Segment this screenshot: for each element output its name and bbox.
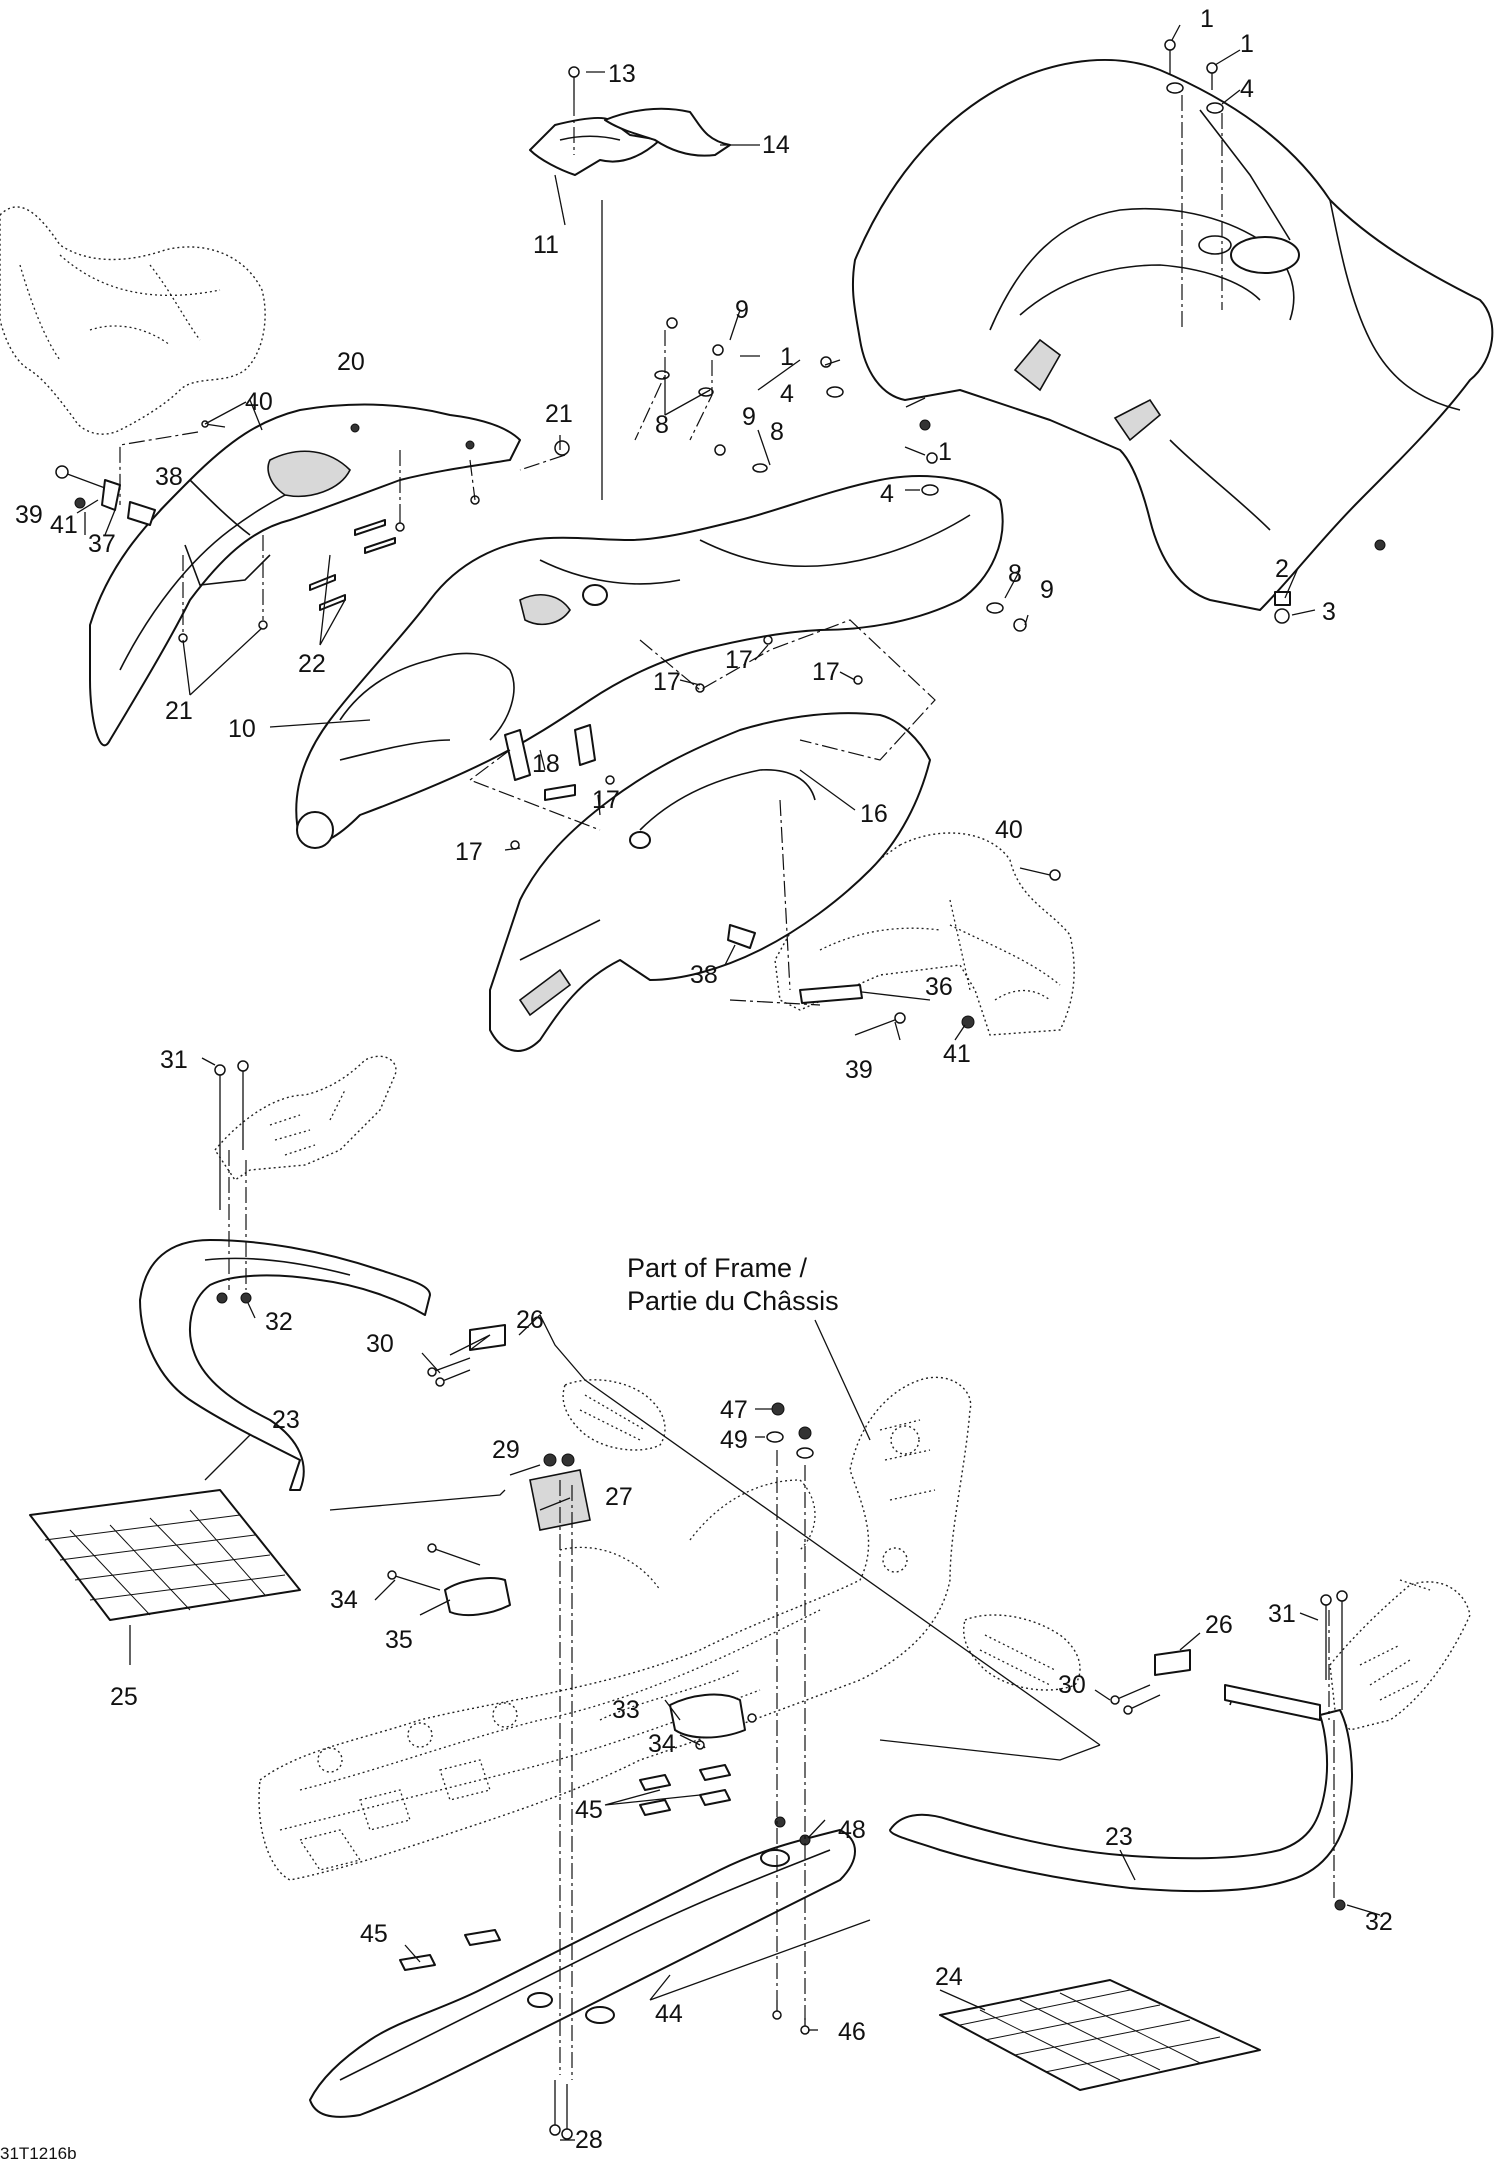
callout: 8	[1008, 560, 1022, 588]
callout: 38	[155, 463, 183, 491]
callout: 16	[860, 800, 888, 828]
callout-labels: 1 1 4 13 14 11 9 8 1 4 9 8 1 4 2 3 8 9 2…	[0, 5, 1393, 2163]
callout: 35	[385, 1626, 413, 1654]
callout: 1	[1240, 30, 1254, 58]
leader-lines	[76, 24, 1381, 2141]
callout: 40	[995, 816, 1023, 844]
rear-bumper-right	[889, 1684, 1353, 1893]
callout: 17	[653, 668, 681, 696]
callout: 32	[265, 1308, 293, 1336]
callout: 26	[516, 1306, 544, 1334]
callout: 29	[492, 1436, 520, 1464]
frame-note-line-2: Partie du Châssis	[627, 1286, 839, 1316]
callout: 32	[1365, 1908, 1393, 1936]
callout: 28	[575, 2126, 603, 2154]
callout: 33	[612, 1696, 640, 1724]
callout: 21	[545, 400, 573, 428]
bumper-bracket-mount	[444, 1469, 746, 1739]
rear-body-panel	[851, 59, 1494, 611]
callout: 40	[245, 388, 273, 416]
callout: 34	[330, 1586, 358, 1614]
callout: 41	[50, 511, 78, 539]
callout: 30	[1058, 1671, 1086, 1699]
callout: 14	[762, 131, 790, 159]
dash-cover-parts	[529, 107, 731, 176]
callout: 38	[690, 961, 718, 989]
front-fender-main	[295, 475, 1004, 849]
callout: 39	[845, 1056, 873, 1084]
callout: 41	[943, 1040, 971, 1068]
callout: 36	[925, 973, 953, 1001]
callout: 45	[360, 1920, 388, 1948]
callout: 25	[110, 1683, 138, 1711]
footrest-pad-right-phantom	[963, 1614, 1081, 1691]
footwell-net-right	[939, 1979, 1261, 2091]
figure-reference-code: 31T1216b	[0, 2144, 77, 2163]
callout: 9	[735, 296, 749, 324]
callout: 24	[935, 1963, 963, 1991]
callout: 9	[742, 403, 756, 431]
callout: 44	[655, 2000, 683, 2028]
callout: 10	[228, 715, 256, 743]
callout: 21	[165, 697, 193, 725]
callout: 22	[298, 650, 326, 678]
skid-plate	[309, 1829, 856, 2118]
callout: 2	[1275, 555, 1289, 583]
callout: 8	[770, 418, 784, 446]
callout: 4	[880, 480, 894, 508]
callout: 17	[592, 786, 620, 814]
callout: 39	[15, 501, 43, 529]
callout: 46	[838, 2018, 866, 2046]
callout: 17	[455, 838, 483, 866]
callout: 49	[720, 1426, 748, 1454]
callout: 3	[1322, 598, 1336, 626]
callout: 11	[533, 231, 559, 259]
callout: 31	[160, 1046, 188, 1074]
callout: 26	[1205, 1611, 1233, 1639]
callout: 34	[648, 1730, 676, 1758]
callout: 1	[1200, 5, 1214, 33]
callout: 31	[1268, 1600, 1296, 1628]
callout: 8	[655, 411, 669, 439]
footwell-net-left	[29, 1489, 301, 1621]
callout: 20	[337, 348, 365, 376]
lower-side-cover	[489, 712, 931, 1052]
frame-note-line-1: Part of Frame /	[627, 1253, 808, 1283]
callout: 9	[1040, 576, 1054, 604]
callout: 30	[366, 1330, 394, 1358]
callout: 1	[938, 438, 952, 466]
callout: 48	[838, 1816, 866, 1844]
assembly-lines	[119, 95, 1335, 2080]
callout: 23	[272, 1406, 300, 1434]
callout: 1	[780, 343, 794, 371]
front-bumper-left	[139, 1239, 431, 1491]
callout: 47	[720, 1396, 748, 1424]
callout: 45	[575, 1796, 603, 1824]
callout: 17	[812, 658, 840, 686]
seat-phantom	[0, 206, 266, 435]
callout: 4	[780, 380, 794, 408]
callout: 27	[605, 1483, 633, 1511]
callout: 18	[532, 750, 560, 778]
callout: 23	[1105, 1823, 1133, 1851]
front-side-panel	[89, 403, 521, 747]
callout: 17	[725, 646, 753, 674]
callout: 37	[88, 530, 116, 558]
fasteners	[55, 39, 1348, 2140]
callout: 4	[1240, 75, 1254, 103]
bumper-bracket-phantom-right	[1329, 1579, 1471, 1731]
footrest-pad-left-phantom	[562, 1379, 666, 1451]
callout: 13	[608, 60, 636, 88]
bumper-bracket-phantom-left	[214, 1055, 397, 1181]
